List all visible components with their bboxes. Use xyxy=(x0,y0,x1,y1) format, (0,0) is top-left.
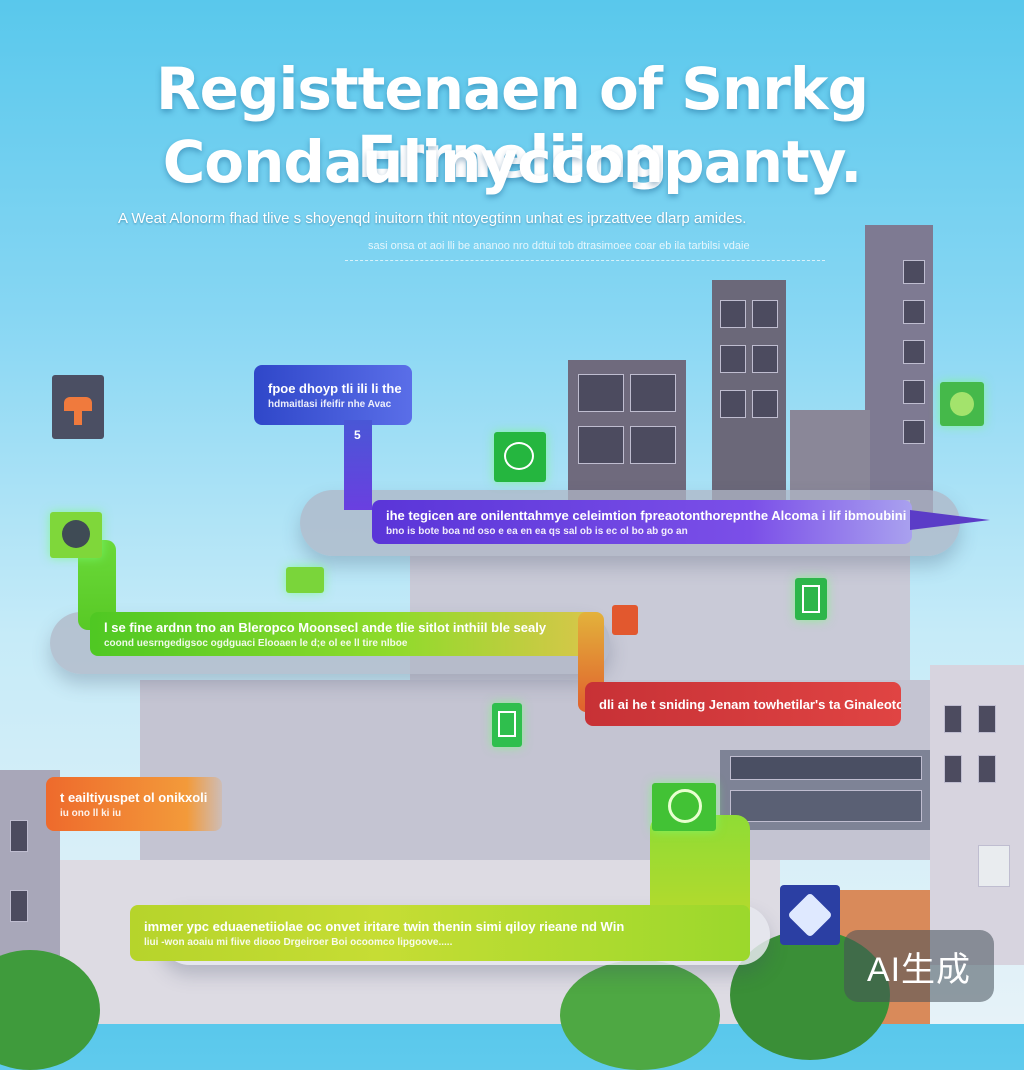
blue-connector xyxy=(344,420,372,510)
glass-facade xyxy=(720,750,930,830)
orange-band-line-1: t eailtiyuspet ol onikxoli xyxy=(60,789,208,805)
mid-tower xyxy=(712,280,786,510)
orange-band: t eailtiyuspet ol onikxoli iu ono ll ki … xyxy=(46,777,222,831)
green-band: l se fine ardnn tno an Bleropco Moonsecl… xyxy=(90,612,595,656)
block-building xyxy=(568,360,686,500)
blue-callout-line-1: fpoe dhoyp tli ili li the xyxy=(268,380,402,396)
gear-badge-icon xyxy=(50,512,102,558)
headline-line-2: Condaulinycconpanty. xyxy=(162,128,863,196)
subtitle-line-2: sasi onsa ot aoi lli be ananoo nro ddtui… xyxy=(368,240,750,252)
red-band: dli ai he t sniding Jenam towhetilar's t… xyxy=(585,682,901,726)
file-icon xyxy=(492,703,522,747)
red-band-line-1: dli ai he t sniding Jenam towhetilar's t… xyxy=(599,696,901,712)
globe-icon xyxy=(652,783,716,831)
lime-band-line-2: liui -won aoaiu mi fiive diooo Drgeiroer… xyxy=(144,936,453,948)
lime-band: immer ypc eduaenetiiolae oc onvet iritar… xyxy=(130,905,750,961)
violet-band-line-1: ihe tegicen are onilenttahmye celeimtion… xyxy=(386,507,907,523)
violet-band-line-2: bno is bote boa nd oso e ea en ea qs sal… xyxy=(386,525,688,537)
ai-generated-badge: AI生成 xyxy=(844,930,994,1002)
chat-icon xyxy=(286,567,324,593)
pencil-icon xyxy=(494,432,546,482)
tall-tower xyxy=(865,225,933,525)
subtitle-line-1: A Weat Alonorm fhad tlive s shoyenqd inu… xyxy=(118,210,747,227)
clipboard-icon xyxy=(52,375,104,439)
lime-band-line-1: immer ypc eduaenetiiolae oc onvet iritar… xyxy=(144,918,625,934)
blue-callout-line-2: hdmaitlasi ifeifir nhe Avac xyxy=(268,398,392,410)
right-edge-building xyxy=(930,665,1024,965)
star-icon xyxy=(780,885,840,945)
orange-band-line-2: iu ono ll ki iu xyxy=(60,807,122,819)
blue-callout: fpoe dhoyp tli ili li the hdmaitlasi ife… xyxy=(254,365,412,425)
alert-icon xyxy=(612,605,638,635)
blue-connector-mark: 5 xyxy=(354,428,361,442)
tree-center xyxy=(560,960,720,1070)
document-icon xyxy=(795,578,827,620)
violet-band-tail xyxy=(910,510,990,530)
headline-line-1: Registtenaen of Snrkg Errneliing xyxy=(156,55,869,191)
subtitle-divider xyxy=(345,260,825,261)
leaf-icon xyxy=(940,382,984,426)
violet-band: ihe tegicen are onilenttahmye celeimtion… xyxy=(372,500,912,544)
green-band-line-1: l se fine ardnn tno an Bleropco Moonsecl… xyxy=(104,619,547,635)
green-band-line-2: coond uesrngedigsoc ogdguaci Elooaen le … xyxy=(104,637,408,649)
